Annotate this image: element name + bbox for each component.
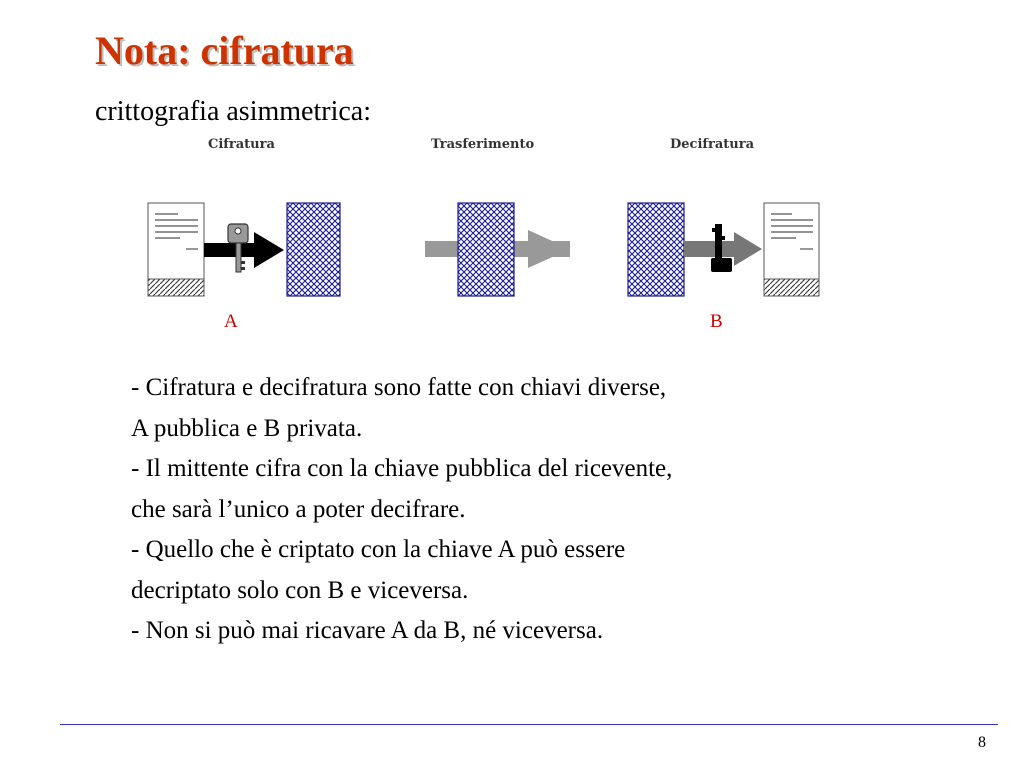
private-key-icon	[711, 224, 732, 272]
bullet-line: - Il mittente cifra con la chiave pubbli…	[131, 455, 673, 482]
key-label-a: A	[224, 311, 238, 332]
stage-label-cifratura: Cifratura	[208, 137, 275, 152]
plaintext-document-icon	[147, 202, 205, 297]
key-label-b: B	[710, 311, 723, 332]
decrypt-arrow-icon	[684, 232, 762, 266]
bullet-line: - Non si può mai ricavare A da B, né vic…	[131, 617, 604, 644]
page-number: 8	[978, 734, 986, 751]
bullet-line: che sarà l’unico a poter decifrare.	[131, 495, 466, 523]
encryption-diagram: Cifratura Trasferimento Decifratura	[140, 134, 840, 334]
slide-title: Nota: cifratura	[95, 28, 354, 73]
decrypted-document-icon	[763, 202, 820, 297]
bullet-line: - Quello che è criptato con la chiave A …	[131, 536, 626, 563]
diagram-graphics	[147, 202, 820, 297]
bullet-line: A pubblica e B privata.	[131, 414, 363, 442]
ciphertext-block-icon	[457, 202, 515, 297]
bullet-line: - Cifratura e decifratura sono fatte con…	[131, 374, 667, 401]
footer-divider	[60, 724, 998, 725]
slide-subtitle: crittografia asimmetrica:	[95, 96, 371, 127]
stage-label-decifratura: Decifratura	[670, 137, 754, 152]
ciphertext-block-icon	[627, 202, 685, 297]
encrypt-arrow-icon	[204, 232, 284, 268]
body-text: - Cifratura e decifratura sono fatte con…	[131, 368, 951, 652]
bullet-line: decriptato solo con B e viceversa.	[131, 576, 469, 604]
public-key-icon	[227, 223, 249, 273]
stage-label-trasferimento: Trasferimento	[431, 137, 535, 152]
ciphertext-block-icon	[286, 202, 341, 297]
